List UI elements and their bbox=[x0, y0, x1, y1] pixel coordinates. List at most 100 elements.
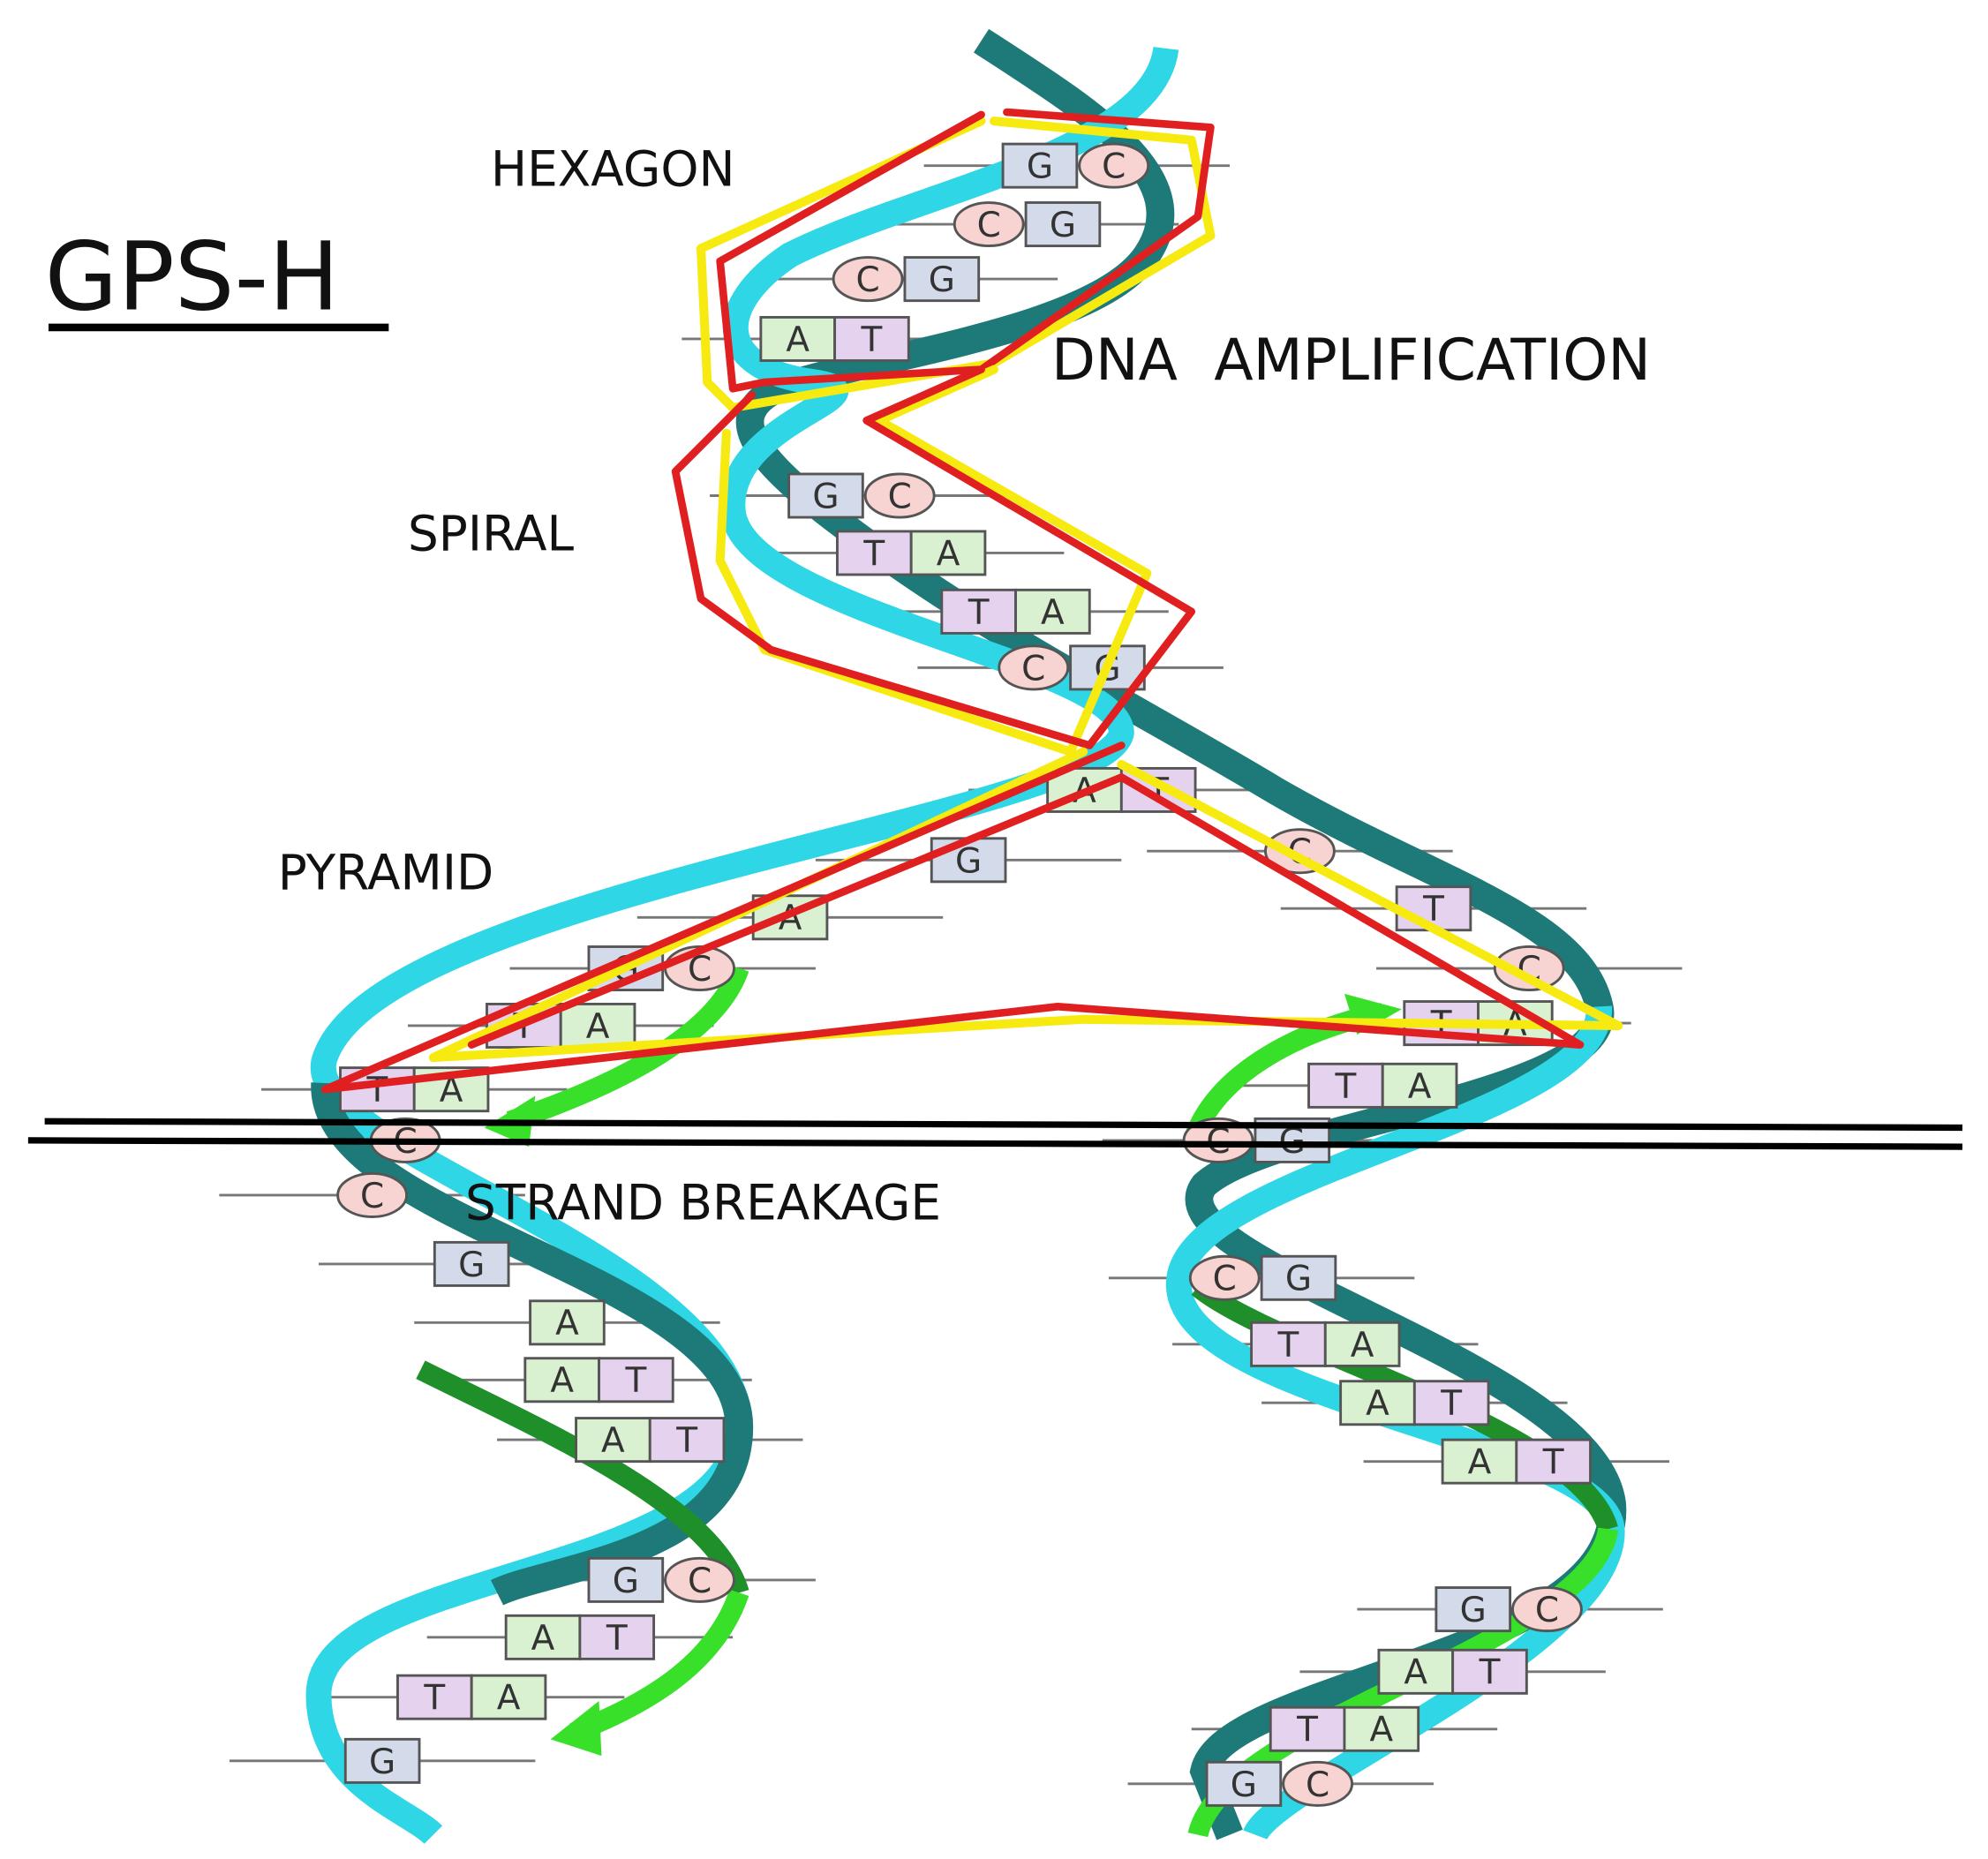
hexagon-outline-red bbox=[716, 108, 1215, 393]
base-letter: C bbox=[1021, 649, 1045, 689]
annotation-lines bbox=[320, 108, 1623, 1094]
base-a-shape bbox=[1323, 1321, 1401, 1367]
base-g-shape bbox=[787, 472, 864, 519]
base-letter: G bbox=[458, 1246, 485, 1285]
base-a-shape bbox=[1343, 1705, 1420, 1752]
base-a-shape bbox=[1381, 1062, 1458, 1109]
base-c-shape bbox=[863, 472, 936, 519]
base-c-shape bbox=[832, 256, 904, 303]
base-g-shape bbox=[1024, 201, 1102, 248]
base-letter: T bbox=[624, 1361, 646, 1401]
base-letter: C bbox=[888, 477, 912, 516]
base-c-shape bbox=[998, 644, 1070, 691]
base-letter: A bbox=[786, 320, 810, 360]
base-a-shape bbox=[909, 530, 987, 576]
base-c-shape bbox=[1188, 1254, 1261, 1301]
base-a-shape bbox=[1339, 1380, 1416, 1426]
new-strand-left-top bbox=[506, 964, 749, 1132]
base-a-shape bbox=[1441, 1438, 1518, 1485]
base-letter: G bbox=[1050, 206, 1076, 245]
base-t-shape bbox=[1515, 1438, 1592, 1485]
base-letter: T bbox=[1296, 1711, 1318, 1750]
base-letter: C bbox=[688, 1562, 712, 1601]
base-c-shape bbox=[1264, 828, 1336, 875]
base-t-shape bbox=[836, 530, 913, 576]
base-letter: G bbox=[929, 260, 955, 300]
arrowhead-icon bbox=[550, 1701, 602, 1757]
base-t-shape bbox=[648, 1417, 726, 1464]
base-letter: T bbox=[1277, 1326, 1299, 1366]
base-letter: A bbox=[531, 1619, 555, 1659]
label-pyramid: PYRAMID bbox=[278, 845, 494, 901]
base-letter: T bbox=[1334, 1067, 1356, 1107]
base-letter: A bbox=[550, 1361, 574, 1401]
base-pairs: GCCGCGATGCTATACGATGCATGCCTATATATACCGCGAA… bbox=[336, 142, 1592, 1807]
base-letter: T bbox=[862, 534, 885, 574]
base-letter: A bbox=[1041, 593, 1065, 633]
base-letter: A bbox=[586, 1007, 610, 1047]
base-a-shape bbox=[470, 1674, 547, 1720]
break-lines bbox=[27, 1118, 1963, 1150]
base-letter: T bbox=[675, 1421, 697, 1461]
base-letter: T bbox=[1542, 1443, 1564, 1483]
base-t-shape bbox=[833, 315, 910, 362]
base-letter: G bbox=[1285, 1260, 1312, 1299]
spiral-outline-red bbox=[671, 365, 1196, 749]
base-letter: A bbox=[1408, 1067, 1432, 1107]
base-a-shape bbox=[559, 1002, 636, 1049]
base-letter: A bbox=[937, 534, 960, 574]
base-letter: G bbox=[613, 1562, 639, 1601]
label-hexagon: HEXAGON bbox=[491, 141, 735, 198]
base-a-shape bbox=[504, 1614, 582, 1660]
base-letter: G bbox=[369, 1742, 395, 1782]
base-g-shape bbox=[930, 837, 1007, 884]
base-letter: C bbox=[977, 206, 1001, 245]
base-letter: C bbox=[1213, 1260, 1237, 1299]
base-pair: G bbox=[930, 837, 1007, 884]
base-t-shape bbox=[598, 1357, 674, 1404]
new-strand-left-mid bbox=[416, 1360, 749, 1596]
pyramid-outline-yellow bbox=[428, 747, 1623, 1063]
base-a-shape bbox=[529, 1299, 606, 1346]
base-a-shape bbox=[575, 1417, 651, 1464]
base-letter: T bbox=[365, 1071, 388, 1110]
break-line-lower bbox=[27, 1137, 1963, 1150]
base-c-shape bbox=[1078, 142, 1150, 189]
base-letter: A bbox=[555, 1304, 579, 1343]
base-t-shape bbox=[1412, 1380, 1490, 1426]
base-a-shape bbox=[1014, 588, 1091, 635]
base-t-shape bbox=[1250, 1321, 1327, 1367]
base-g-shape bbox=[903, 256, 981, 303]
base-letter: T bbox=[1479, 1653, 1501, 1693]
base-letter: C bbox=[855, 260, 879, 300]
dna-strands bbox=[305, 28, 1626, 1845]
base-letter: A bbox=[1404, 1653, 1427, 1693]
diagram-title: GPS-H bbox=[45, 223, 340, 333]
base-letter: G bbox=[1460, 1591, 1487, 1630]
break-line-upper bbox=[44, 1118, 1963, 1132]
base-letter: T bbox=[968, 593, 990, 633]
base-c-shape bbox=[336, 1171, 409, 1218]
base-pair: T bbox=[1395, 885, 1472, 932]
base-a-shape bbox=[523, 1357, 600, 1404]
base-pair: G bbox=[343, 1737, 421, 1784]
dark-strand-top bbox=[735, 28, 1626, 1840]
base-t-shape bbox=[1451, 1648, 1528, 1695]
